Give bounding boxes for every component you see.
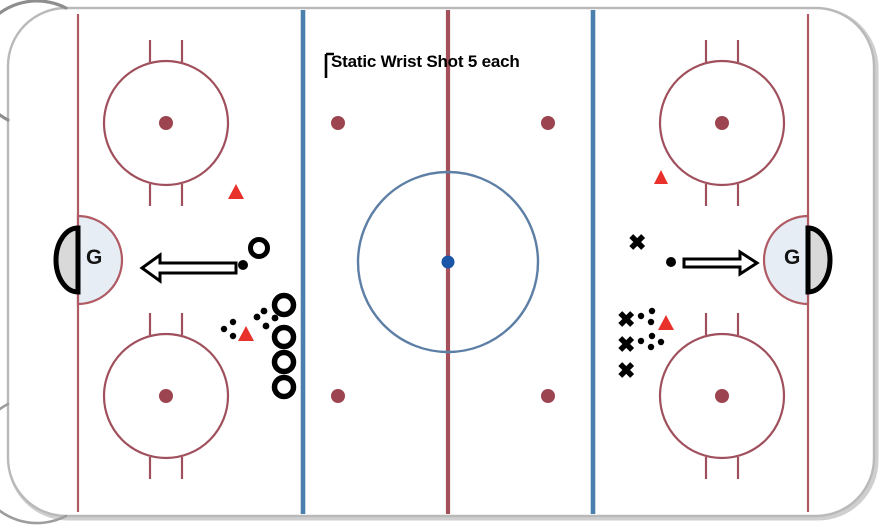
center-ice-circle: [356, 170, 540, 354]
neutral-dot-top-left: [331, 116, 345, 130]
faceoff-circle-outline: [658, 59, 786, 187]
puck: [648, 307, 656, 315]
faceoff-dot: [715, 389, 729, 403]
left-crease: [76, 214, 124, 306]
player-circle-marker: [248, 237, 270, 259]
shot-arrow-right: [682, 249, 760, 277]
player-x-marker: ✖: [617, 358, 636, 383]
shot-arrow-left: [139, 252, 238, 284]
puck: [647, 343, 655, 351]
puck: [637, 337, 645, 345]
player-circle-marker: [271, 374, 297, 400]
neutral-dot-bottom-left: [331, 389, 345, 403]
cone-marker: [238, 326, 254, 341]
neutral-zone-dots: [331, 116, 555, 403]
cone-marker: [658, 315, 674, 330]
right-goal-net: [805, 225, 833, 295]
player-circle-marker: [271, 324, 297, 350]
cone-marker: [654, 170, 668, 184]
drill-title: Static Wrist Shot 5 each: [331, 52, 520, 71]
player-circle-marker: [271, 292, 297, 318]
puck: [271, 314, 279, 322]
neutral-dot-bottom-right: [541, 389, 555, 403]
right-goal-and-crease: [762, 214, 833, 306]
puck: [637, 312, 645, 320]
left-cones: [228, 184, 254, 341]
faceoff-dot: [715, 116, 729, 130]
faceoff-circle-top-right: [658, 40, 786, 206]
puck: [647, 318, 655, 326]
left-goal-net: [53, 225, 81, 295]
puck: [648, 332, 656, 340]
puck: [666, 257, 676, 267]
faceoff-dot: [159, 389, 173, 403]
right-cones: [654, 170, 674, 330]
puck: [229, 332, 237, 340]
puck: [657, 338, 665, 346]
rink-corner-shade-topleft: [0, 0, 68, 122]
faceoff-circle-outline: [102, 59, 230, 187]
cone-marker: [228, 184, 244, 199]
faceoff-circle-top-left: [102, 40, 230, 206]
puck: [238, 260, 248, 270]
left-goal-and-crease: [53, 214, 124, 306]
player-circle-marker: [271, 349, 297, 375]
rink-board-outline: [6, 6, 876, 518]
puck: [253, 313, 261, 321]
puck: [220, 325, 228, 333]
faceoff-circle-bottom-right: [658, 313, 786, 479]
player-x-marker: ✖: [628, 230, 647, 255]
right-crease: [762, 214, 810, 306]
text-box-corner-icon: [324, 52, 334, 78]
center-circle-outline: [356, 170, 540, 354]
right-pucks: [637, 257, 676, 351]
faceoff-circle-outline: [102, 332, 230, 460]
neutral-dot-top-right: [541, 116, 555, 130]
center-faceoff-dot: [441, 255, 455, 269]
goalie-label-left: G: [86, 246, 103, 269]
faceoff-circle-bottom-left: [102, 313, 230, 479]
left-player-circles: [248, 237, 297, 400]
puck: [260, 307, 268, 315]
puck: [229, 318, 237, 326]
puck: [262, 322, 270, 330]
faceoff-dot: [159, 116, 173, 130]
goalie-label-right: G: [784, 246, 801, 269]
rink-corner-shade-bottomleft: [0, 402, 68, 525]
player-x-marker: ✖: [617, 332, 636, 357]
player-x-marker: ✖: [617, 307, 636, 332]
faceoff-circle-outline: [658, 332, 786, 460]
left-pucks: [220, 260, 279, 340]
